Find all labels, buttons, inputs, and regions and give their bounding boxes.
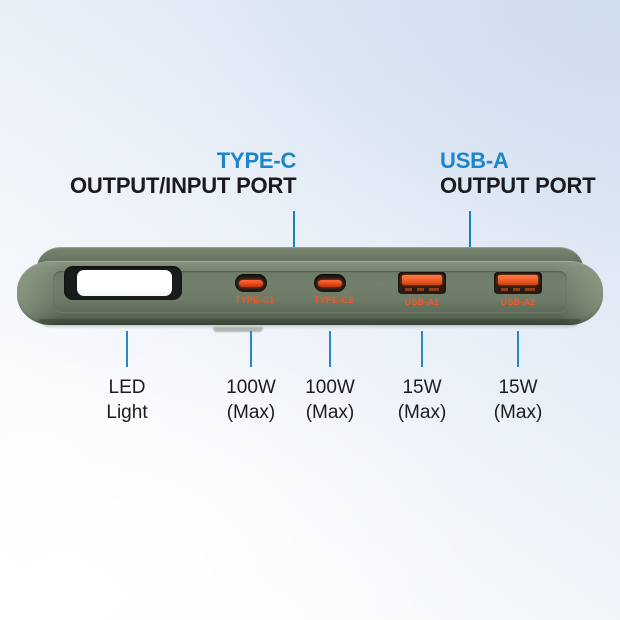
caption-usb-a2-line1: 15W <box>498 377 538 398</box>
port-type-c1: TYPE-C1 <box>235 274 274 305</box>
caption-usb-a2-power: 15W (Max) <box>494 375 543 425</box>
port-type-c2: TYPE-C2 <box>314 274 353 305</box>
caption-usb-a1-power: 15W (Max) <box>398 375 447 425</box>
device-bottom-lip <box>39 319 581 329</box>
callout-type-c-role: OUTPUT/INPUT PORT <box>70 173 297 198</box>
usb-a1-tongue <box>402 275 442 285</box>
leader-line-usb-a2-power <box>517 331 519 367</box>
callout-usb-a-role: OUTPUT PORT <box>440 173 596 198</box>
type-c1-label: TYPE-C1 <box>235 295 275 305</box>
usb-a1-slot <box>398 272 446 294</box>
caption-led-light-line1: LED <box>108 377 146 398</box>
device-foot-nub <box>213 327 263 332</box>
leader-line-type-c2-power <box>329 331 331 367</box>
type-c2-label: TYPE-C2 <box>314 295 354 305</box>
leader-line-usb-a <box>469 211 471 249</box>
caption-type-c1-line1: 100W <box>226 377 276 398</box>
type-c2-slot <box>314 274 346 292</box>
caption-type-c2-line1: 100W <box>305 377 355 398</box>
type-c1-slot <box>235 274 267 292</box>
caption-type-c1-power: 100W (Max) <box>226 375 276 425</box>
caption-type-c2-power: 100W (Max) <box>305 375 355 425</box>
leader-line-type-c1-power <box>250 331 252 367</box>
callout-usb-a-kind: USB-A <box>440 148 509 173</box>
usb-a2-tongue <box>498 275 538 285</box>
port-usb-a1: USB-A1 <box>398 272 446 307</box>
leader-line-usb-a1-power <box>421 331 423 367</box>
type-c2-tongue <box>318 279 342 287</box>
callout-type-c: TYPE-C OUTPUT/INPUT PORT <box>70 148 345 198</box>
caption-led-light: LED Light <box>106 375 147 425</box>
caption-led-light-line2: Light <box>106 402 148 423</box>
leader-line-type-c <box>293 211 295 249</box>
caption-usb-a2-line2: (Max) <box>493 402 543 423</box>
usb-a1-pins <box>405 288 439 291</box>
caption-usb-a1-line1: 15W <box>402 377 442 398</box>
led-light-glass <box>77 270 172 296</box>
power-bank-device: TYPE-C1 TYPE-C2 USB-A1 USB-A2 <box>17 247 603 333</box>
usb-a1-label: USB-A1 <box>404 297 440 307</box>
type-c1-tongue <box>239 279 263 287</box>
callout-type-c-kind: TYPE-C <box>216 148 297 173</box>
usb-a2-pins <box>501 288 535 291</box>
caption-type-c2-line2: (Max) <box>305 402 355 423</box>
usb-a2-slot <box>494 272 542 294</box>
caption-usb-a1-line2: (Max) <box>397 402 447 423</box>
caption-type-c1-line2: (Max) <box>226 402 276 423</box>
callout-usb-a: USB-A OUTPUT PORT <box>440 148 618 198</box>
usb-a2-label: USB-A2 <box>500 297 536 307</box>
led-light-window <box>64 266 182 300</box>
port-usb-a2: USB-A2 <box>494 272 542 307</box>
leader-line-led-light <box>126 331 128 367</box>
